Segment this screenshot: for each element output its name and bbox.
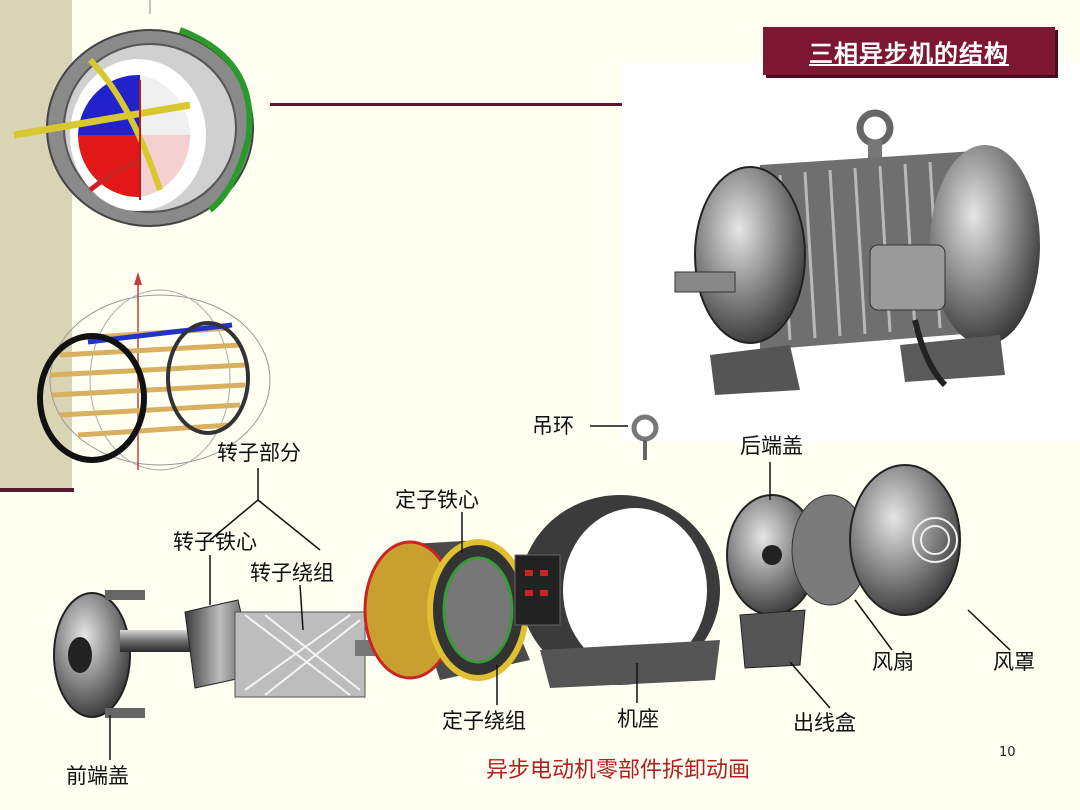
stator-part xyxy=(363,539,530,681)
label-rotor-winding: 转子绕组 xyxy=(250,561,334,585)
page-number: 10 xyxy=(999,745,1016,760)
label-lifting-ring: 吊环 xyxy=(532,414,574,438)
squirrel-cage-diagram xyxy=(37,272,271,471)
label-rotor-core: 转子铁心 xyxy=(173,530,257,554)
slide-caption: 异步电动机零部件拆卸动画 xyxy=(486,758,751,783)
label-rear-end-cover: 后端盖 xyxy=(740,434,803,458)
side-rule xyxy=(0,488,74,492)
lifting-ring-part xyxy=(631,414,659,460)
stator-field-diagram xyxy=(13,0,254,227)
frame-part xyxy=(514,495,720,688)
slide-title-text: 三相异步机的结构 xyxy=(809,39,1009,68)
front-end-cover-part xyxy=(53,590,145,718)
leader-lines xyxy=(109,425,1011,760)
rotor-part xyxy=(120,599,380,698)
label-rotor-part: 转子部分 xyxy=(217,441,301,465)
label-stator-core: 定子铁心 xyxy=(395,488,479,512)
label-fan: 风扇 xyxy=(872,650,914,674)
rear-end-cover-part xyxy=(726,494,869,669)
label-frame: 机座 xyxy=(617,707,659,731)
label-front-end-cover: 前端盖 xyxy=(66,764,129,788)
label-stator-winding: 定子绕组 xyxy=(442,709,526,733)
label-terminal-box: 出线盒 xyxy=(793,711,856,735)
slide-title: 三相异步机的结构 xyxy=(763,27,1055,75)
label-fan-cover: 风罩 xyxy=(993,650,1035,674)
fan-cover-part xyxy=(849,464,961,616)
title-rule xyxy=(270,103,624,106)
assembled-motor xyxy=(674,109,1040,395)
